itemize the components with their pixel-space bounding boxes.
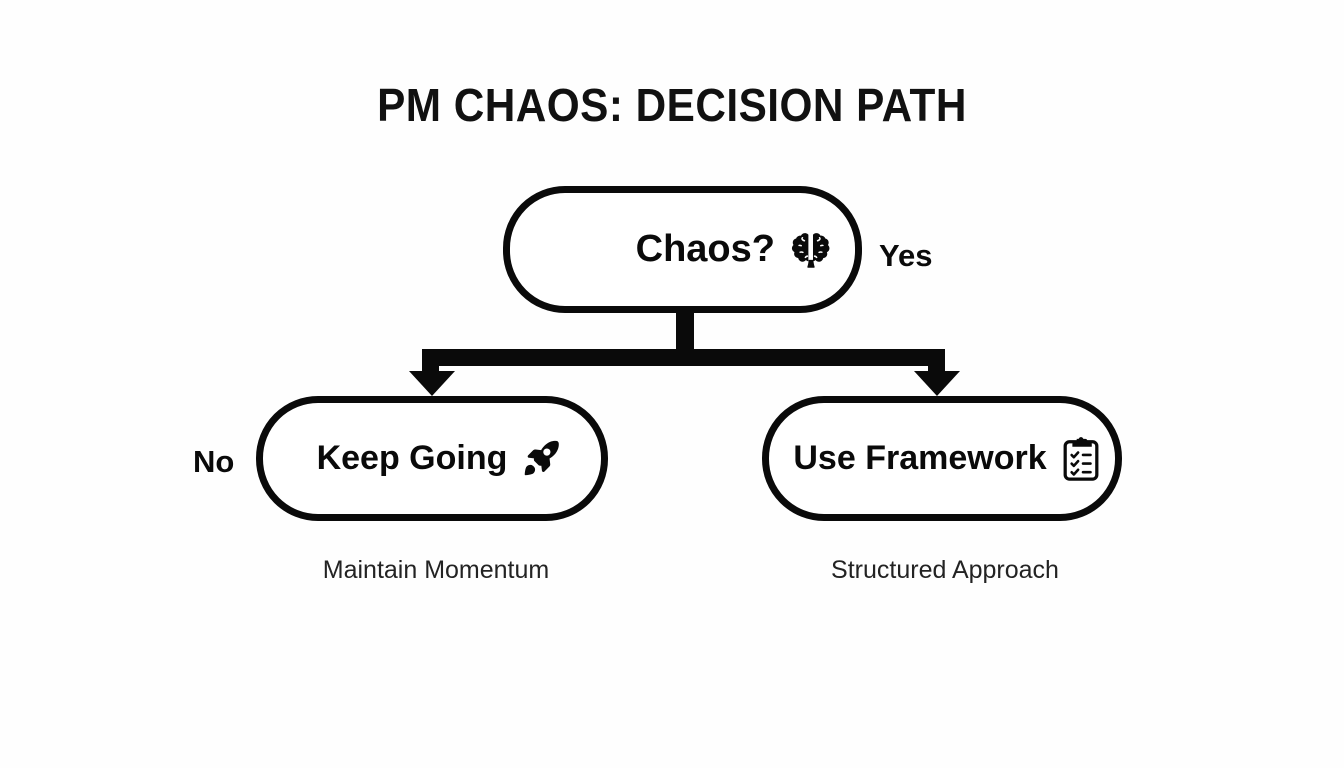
arrowhead-right-icon — [914, 371, 960, 396]
page-title: PM CHAOS: DECISION PATH — [377, 79, 967, 131]
node-keep-going-text: Keep Going — [316, 439, 508, 477]
connector-drop-right — [928, 349, 945, 376]
node-chaos-text: Chaos? — [635, 228, 775, 270]
edge-label-no: No — [193, 444, 235, 479]
caption-structured-approach: Structured Approach — [831, 556, 1059, 584]
node-use-framework-text: Use Framework — [793, 439, 1047, 477]
node-chaos-decision[interactable]: Chaos? — [503, 186, 862, 313]
node-keep-going-label: Keep Going — [317, 438, 564, 480]
connector-stem — [676, 311, 694, 353]
edge-label-yes: Yes — [879, 238, 933, 273]
clipboard-checklist-icon — [1061, 436, 1101, 482]
connector-horizontal-bar — [422, 349, 945, 366]
caption-maintain-momentum: Maintain Momentum — [322, 556, 550, 584]
brain-icon — [789, 228, 833, 272]
rocket-icon — [521, 438, 563, 480]
node-chaos-label: Chaos? — [636, 228, 833, 272]
node-use-framework[interactable]: Use Framework — [762, 396, 1122, 521]
connector-drop-left — [422, 349, 439, 376]
node-use-framework-label: Use Framework — [793, 436, 1100, 482]
node-keep-going[interactable]: Keep Going — [256, 396, 608, 521]
arrowhead-left-icon — [409, 371, 455, 396]
